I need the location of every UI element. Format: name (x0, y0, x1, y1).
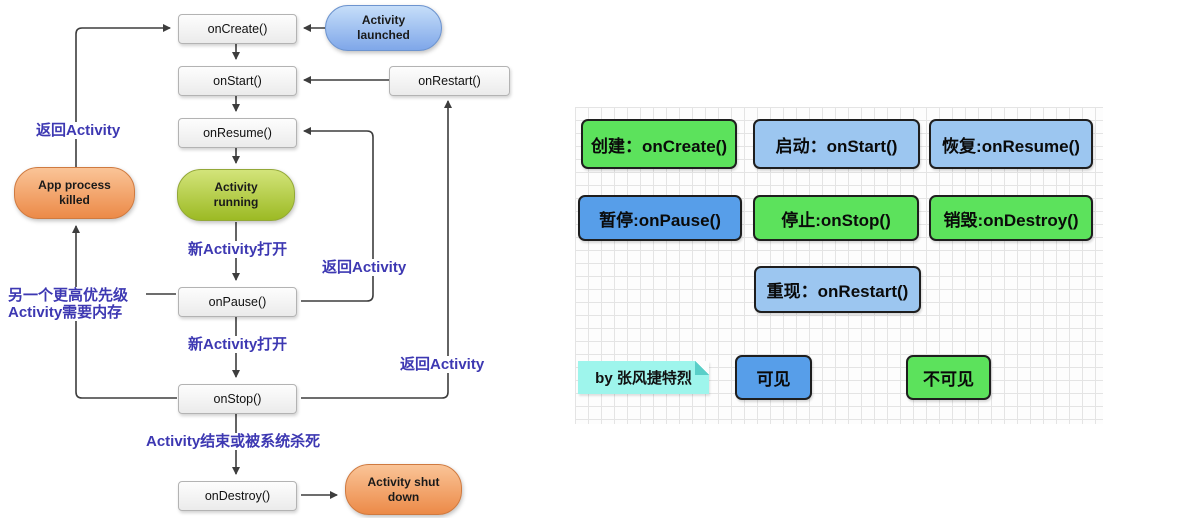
edge-label-activity-finished: Activity结束或被系统杀死 (144, 433, 323, 450)
node-onrestart: onRestart() (389, 66, 510, 96)
edge-label-return-activity-2: 返回Activity (320, 259, 409, 276)
node-onresume: onResume() (178, 118, 297, 148)
node-activity-shutdown: Activity shut down (345, 464, 462, 515)
edge-label-higher-priority-line2: Activity需要内存 (8, 304, 123, 321)
flow-arrows (72, 24, 452, 499)
edge-label-new-activity-1: 新Activity打开 (186, 241, 290, 258)
node-oncreate: onCreate() (178, 14, 297, 44)
edge-label-return-activity-3: 返回Activity (398, 356, 487, 373)
note-fold-corner (695, 361, 709, 375)
arrow-onstop-to-killed (72, 225, 177, 399)
arrow-onstop-to-onrestart (301, 100, 452, 399)
node-activity-launched: Activity launched (325, 5, 442, 51)
edge-label-return-activity-1: 返回Activity (34, 122, 123, 139)
author-note-text: by 张风捷特烈 (595, 370, 692, 387)
node-onstop: onStop() (178, 384, 297, 414)
node-onpause: onPause() (178, 287, 297, 317)
node-app-process-killed: App process killed (14, 167, 135, 219)
author-note: by 张风捷特烈 (578, 361, 709, 394)
legend-box-stop: 停止:onStop() (753, 195, 919, 241)
edge-label-higher-priority: 另一个更高优先级 Activity需要内存 (6, 287, 131, 321)
node-onstart: onStart() (178, 66, 297, 96)
arrow-onpause-to-onresume (301, 127, 374, 302)
node-ondestroy: onDestroy() (178, 481, 297, 511)
legend-box-destroy: 销毁:onDestroy() (929, 195, 1093, 241)
node-activity-running: Activity running (177, 169, 295, 221)
legend-box-start: 启动：onStart() (753, 119, 920, 169)
legend-box-create: 创建：onCreate() (581, 119, 737, 169)
legend-box-pause: 暂停:onPause() (578, 195, 742, 241)
arrow-killed-to-oncreate (75, 24, 171, 167)
legend-box-invisible: 不可见 (906, 355, 991, 400)
legend-box-visible: 可见 (735, 355, 812, 400)
edge-label-higher-priority-line1: 另一个更高优先级 (8, 287, 129, 304)
legend-box-resume: 恢复:onResume() (929, 119, 1093, 169)
edge-label-new-activity-2: 新Activity打开 (186, 336, 290, 353)
legend-box-restart: 重现：onRestart() (754, 266, 921, 313)
